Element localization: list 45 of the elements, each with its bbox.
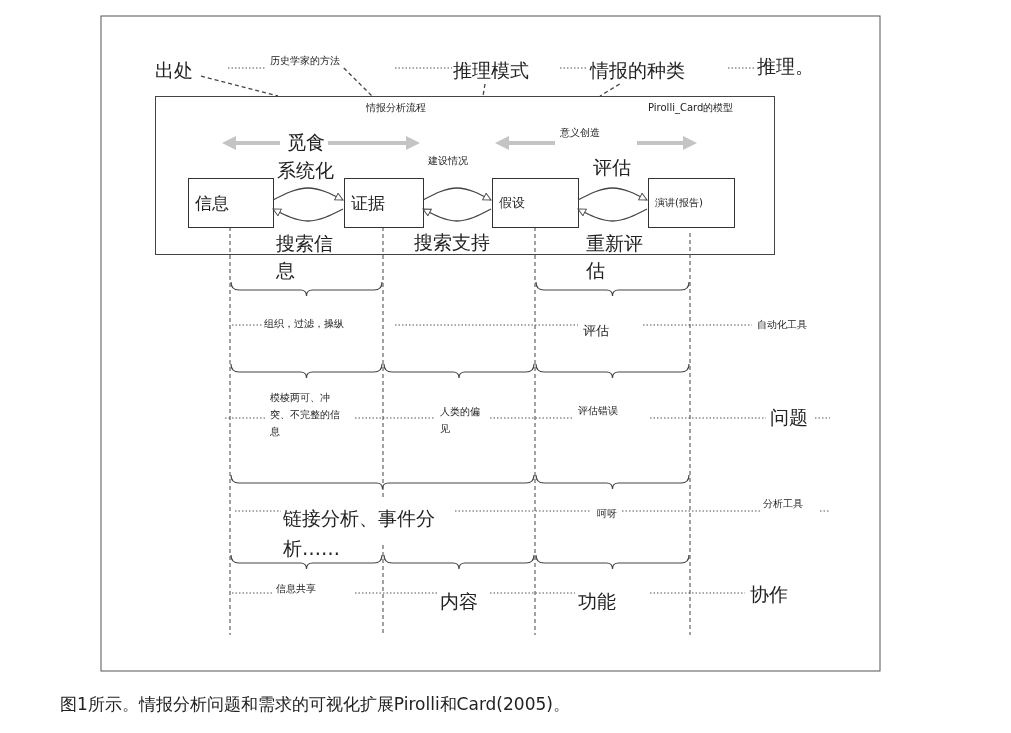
annotation-text: 链接分析、事件分析…… [283, 506, 436, 561]
cycle-arrow [272, 208, 344, 222]
cycle-arrow [422, 208, 492, 222]
process-box: 假设 [492, 178, 579, 228]
edge-label: 重新评估 [586, 231, 644, 283]
cycle-arrow [422, 187, 492, 201]
annotation-text: 协作 [750, 583, 788, 606]
annotation-text: 内容 [440, 590, 478, 613]
annotation-text: 历史学家的方法 [270, 53, 352, 68]
edge-label: 评估 [593, 156, 631, 179]
cycle-arrow [577, 187, 648, 201]
annotation-text: 组织，过滤，操纵 [264, 318, 344, 330]
annotation-text: 模棱两可、冲突、不完整的信息 [270, 391, 341, 439]
edge-label: 建设情况 [428, 155, 468, 167]
annotation-text: 呵呀 [597, 508, 617, 520]
annotation-text: 自动化工具 [757, 319, 807, 331]
annotation-text: 人类的偏见 [440, 405, 481, 436]
band-heading: 情报分析流程 [366, 102, 426, 114]
caption: 图1所示。情报分析问题和需求的可视化扩展Pirolli和Card(2005)。 [60, 694, 570, 715]
annotation-text: 意义创造 [560, 127, 600, 139]
annotation-text: 信息共享 [276, 583, 316, 595]
process-box: 演讲(报告) [648, 178, 735, 228]
leader-line [343, 67, 373, 97]
edge-label: 搜索信息 [276, 231, 334, 283]
cycle-arrow [272, 187, 344, 201]
annotation-text: 出处 [155, 56, 201, 84]
annotation-text: 推理模式 [453, 56, 533, 84]
process-box: 信息 [188, 178, 274, 228]
annotation-text: 情报的种类 [590, 56, 696, 84]
process-band [155, 96, 775, 255]
model-note: Pirolli_Card的模型 [648, 102, 734, 114]
annotation-text: 评估 [583, 323, 609, 339]
annotation-text: 分析工具 [763, 498, 803, 510]
annotation-text: 评估错误 [578, 405, 618, 417]
annotation-text: 觅食 [287, 131, 325, 154]
annotation-text: 推理。 [757, 55, 814, 78]
edge-label: 搜索支持 [414, 231, 490, 254]
annotation-text: 功能 [578, 590, 616, 613]
process-box: 证据 [344, 178, 424, 228]
leader-line [482, 83, 486, 97]
cycle-arrow [577, 208, 648, 222]
edge-label: 系统化 [277, 158, 335, 183]
leader-line [200, 75, 279, 97]
leader-line [599, 83, 621, 97]
annotation-text: 问题 [770, 406, 808, 429]
